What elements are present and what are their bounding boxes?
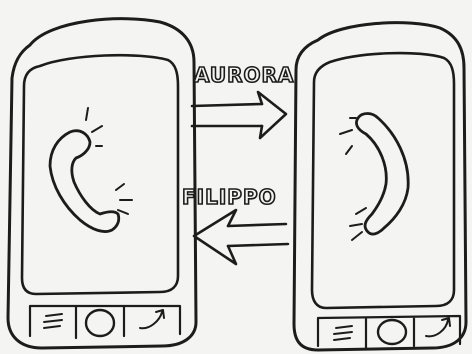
left-phone-screen [22, 55, 178, 294]
right-home-icon [378, 320, 406, 344]
arrow-left-head [194, 210, 236, 264]
label-aurora: AURORA [194, 63, 294, 87]
left-phone [8, 19, 196, 348]
ringing-lines-bottom [116, 184, 132, 214]
right-phone-body [294, 23, 466, 350]
arrow-right-shaft [192, 104, 262, 126]
arrow-left-shaft [228, 224, 288, 246]
right-ringing-lines-top [340, 118, 356, 154]
arrow-right: AURORA [192, 63, 294, 138]
back-icon [140, 310, 164, 328]
arrow-left: FILIPPO [182, 185, 288, 264]
label-filippo: FILIPPO [182, 185, 277, 209]
menu-icon [44, 314, 62, 328]
home-icon [86, 310, 114, 336]
handset-icon [50, 131, 119, 232]
right-phone-screen [312, 53, 454, 308]
right-phone [294, 23, 466, 350]
arrow-right-head [258, 92, 286, 138]
right-menu-icon [334, 326, 352, 340]
right-back-icon [426, 318, 450, 336]
answered-handset-icon [356, 114, 408, 235]
right-ringing-lines-bottom [350, 208, 366, 240]
